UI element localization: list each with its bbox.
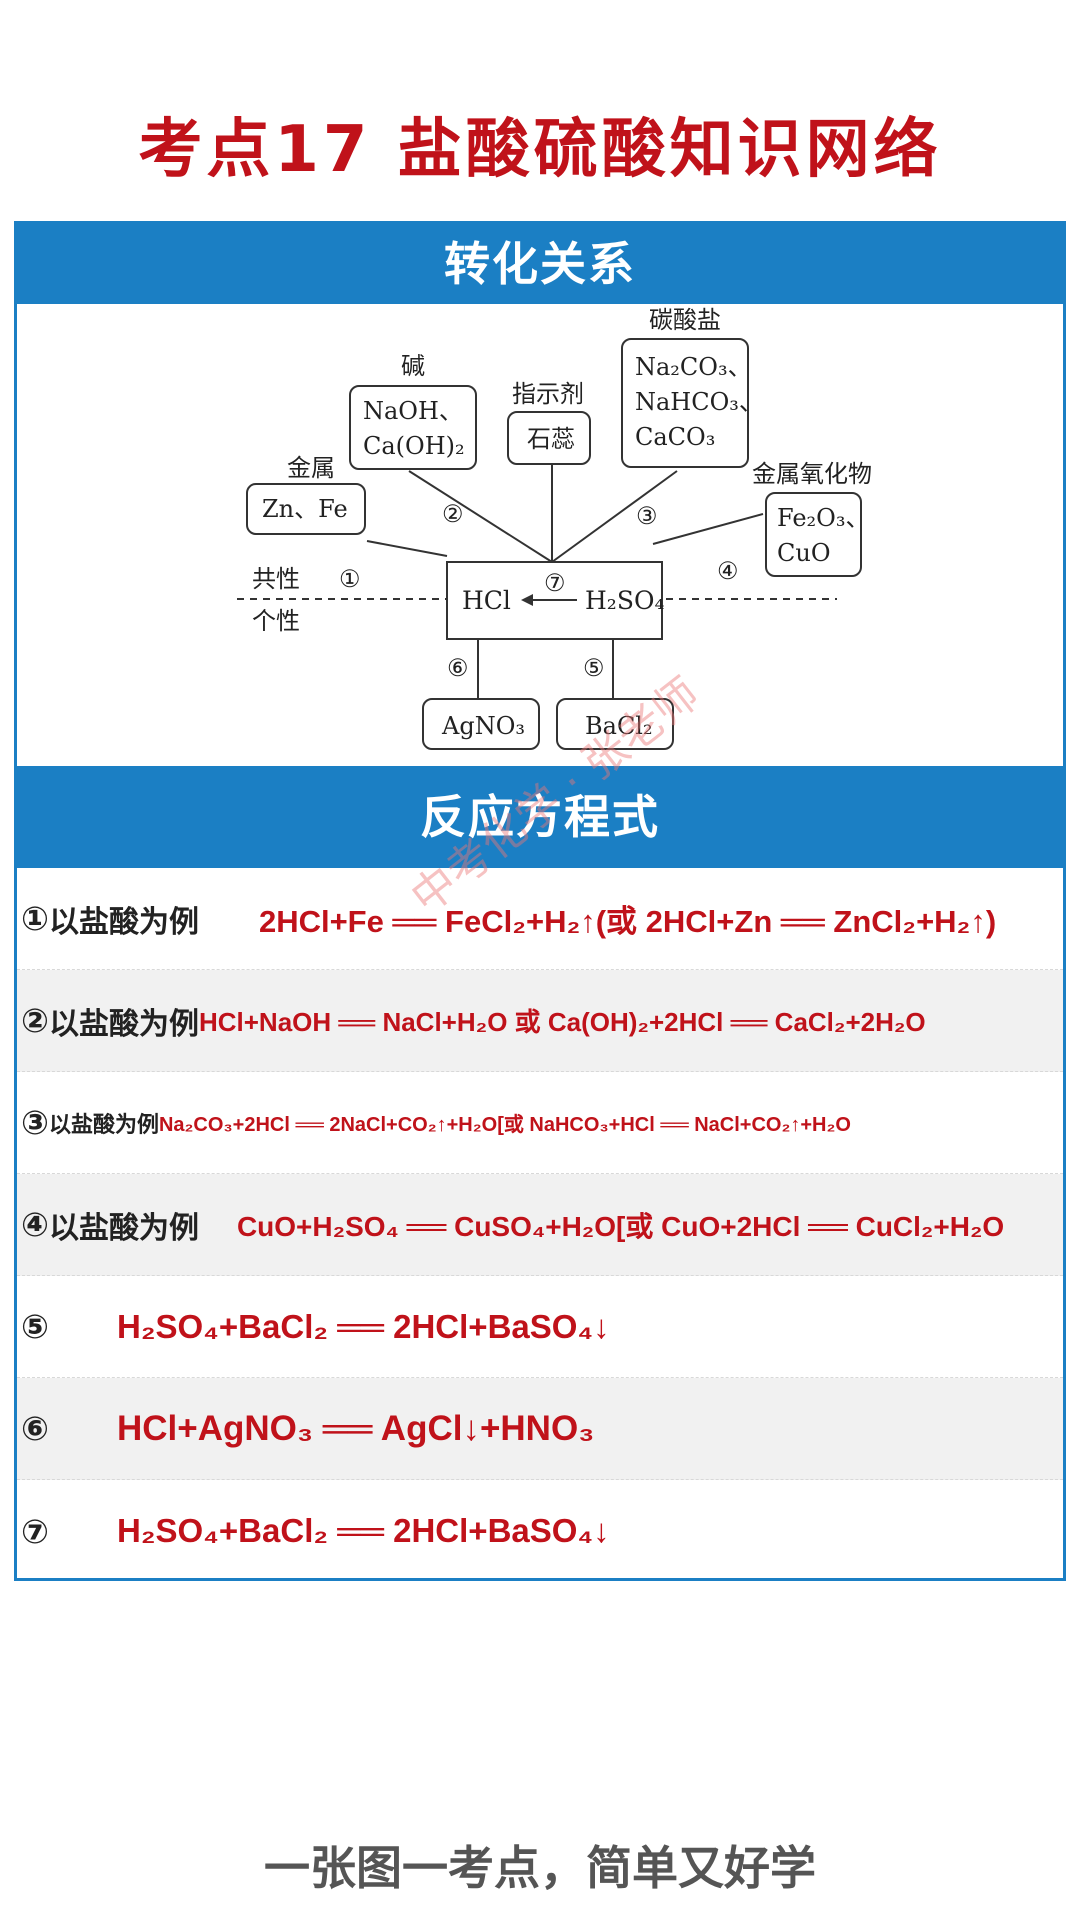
metal-oxide-label: 金属氧化物 xyxy=(752,460,872,488)
metal-label: 金属 xyxy=(287,454,335,482)
reaction-number: ⑦ xyxy=(21,1511,49,1551)
reaction-row-7: ⑦ H₂SO₄+BaCl₂ ══ 2HCl+BaSO₄↓ xyxy=(17,1480,1063,1582)
reaction-equation: HCl+AgNO₃ ══ AgCl↓+HNO₃ xyxy=(117,1408,595,1448)
conversion-diagram: 金属 碱 指示剂 碳酸盐 金属氧化物 Zn、Fe NaOH、 Ca(OH)₂ 石… xyxy=(237,306,872,750)
reaction-list: ① 以盐酸为例 2HCl+Fe ══ FeCl₂+H₂↑(或 2HCl+Zn ═… xyxy=(17,868,1063,1582)
base-label: 碱 xyxy=(401,352,425,380)
base-item-1: NaOH、 xyxy=(363,397,463,425)
marker-5: ⑤ xyxy=(583,654,605,682)
reaction-row-1: ① 以盐酸为例 2HCl+Fe ══ FeCl₂+H₂↑(或 2HCl+Zn ═… xyxy=(17,868,1063,970)
agno3-box xyxy=(422,698,540,750)
metal-oxide-box xyxy=(765,492,862,577)
reaction-equation: CuO+H₂SO₄ ══ CuSO₄+H₂O[或 CuO+2HCl ══ CuC… xyxy=(236,1210,1005,1242)
reaction-number: ⑥ xyxy=(21,1409,49,1448)
base-box xyxy=(349,385,477,470)
reaction-row-4: ④ 以盐酸为例 CuO+H₂SO₄ ══ CuSO₄+H₂O[或 CuO+2HC… xyxy=(17,1174,1063,1276)
reaction-row-2: ② 以盐酸为例 HCl+NaOH ══ NaCl+H₂O 或 Ca(OH)₂+2… xyxy=(17,970,1063,1072)
specific-label: 个性 xyxy=(252,607,300,635)
reaction-label: 以盐酸为例 xyxy=(48,904,199,940)
bacl2-label: BaCl₂ xyxy=(585,712,653,740)
carbonate-item-1: Na₂CO₃、 xyxy=(635,353,752,381)
reaction-number: ① xyxy=(21,899,49,938)
reaction-label: 以盐酸为例 xyxy=(48,1112,159,1138)
base-item-2: Ca(OH)₂ xyxy=(363,432,465,460)
page-title: 考点17 盐酸硫酸知识网络 xyxy=(138,113,942,187)
marker-7: ⑦ xyxy=(544,569,566,597)
reaction-number: ④ xyxy=(21,1205,49,1244)
knowledge-card: 转化关系 金属 碱 指示剂 碳酸盐 金属氧化物 xyxy=(14,221,1066,1581)
reaction-number: ③ xyxy=(21,1103,49,1142)
carbonate-box xyxy=(621,338,749,468)
reaction-label: 以盐酸为例 xyxy=(48,1006,199,1042)
metal-oxide-item-1: Fe₂O₃、 xyxy=(777,504,869,532)
footer-slogan: 一张图一考点，简单又好学 xyxy=(264,1841,816,1895)
carbonate-item-2: NaHCO₃、 xyxy=(635,388,763,416)
bacl2-box xyxy=(556,698,674,750)
reaction-equation: HCl+NaOH ══ NaCl+H₂O 或 Ca(OH)₂+2HCl ══ C… xyxy=(198,1007,926,1037)
reaction-label: 以盐酸为例 xyxy=(48,1210,199,1246)
reaction-equation: H₂SO₄+BaCl₂ ══ 2HCl+BaSO₄↓ xyxy=(117,1307,610,1345)
marker-6: ⑥ xyxy=(447,654,469,682)
reaction-row-6: ⑥ HCl+AgNO₃ ══ AgCl↓+HNO₃ xyxy=(17,1378,1063,1480)
h2so4-label: H₂SO₄ xyxy=(585,586,664,615)
indicator-label: 指示剂 xyxy=(512,380,584,408)
reaction-row-5: ⑤ H₂SO₄+BaCl₂ ══ 2HCl+BaSO₄↓ xyxy=(17,1276,1063,1378)
indicator-box xyxy=(507,411,591,465)
reaction-row-3: ③ 以盐酸为例 Na₂CO₃+2HCl ══ 2NaCl+CO₂↑+H₂O[或 … xyxy=(17,1072,1063,1174)
section-header-equations: 反应方程式 xyxy=(17,766,1063,868)
agno3-label: AgNO₃ xyxy=(441,712,525,740)
common-label: 共性 xyxy=(252,565,300,593)
hcl-label: HCl xyxy=(462,586,511,615)
reaction-number: ② xyxy=(21,1001,49,1040)
marker-2: ② xyxy=(442,500,464,528)
reaction-equation: H₂SO₄+BaCl₂ ══ 2HCl+BaSO₄↓ xyxy=(117,1512,610,1549)
connector-lines xyxy=(366,464,764,699)
marker-1: ① xyxy=(339,565,361,593)
marker-4: ④ xyxy=(717,557,739,585)
metal-item: Zn、Fe xyxy=(262,495,348,523)
section-header-conversion: 转化关系 xyxy=(17,224,1063,304)
metal-oxide-item-2: CuO xyxy=(777,539,831,567)
reaction-equation: Na₂CO₃+2HCl ══ 2NaCl+CO₂↑+H₂O[或 NaHCO₃+H… xyxy=(158,1114,851,1136)
marker-3: ③ xyxy=(636,502,658,530)
carbonate-item-3: CaCO₃ xyxy=(635,423,715,451)
indicator-item: 石蕊 xyxy=(527,425,575,453)
carbonate-label: 碳酸盐 xyxy=(649,306,721,334)
metal-box xyxy=(246,483,366,535)
reaction-number: ⑤ xyxy=(21,1307,49,1346)
reaction-equation: 2HCl+Fe ══ FeCl₂+H₂↑(或 2HCl+Zn ══ ZnCl₂+… xyxy=(258,904,997,939)
